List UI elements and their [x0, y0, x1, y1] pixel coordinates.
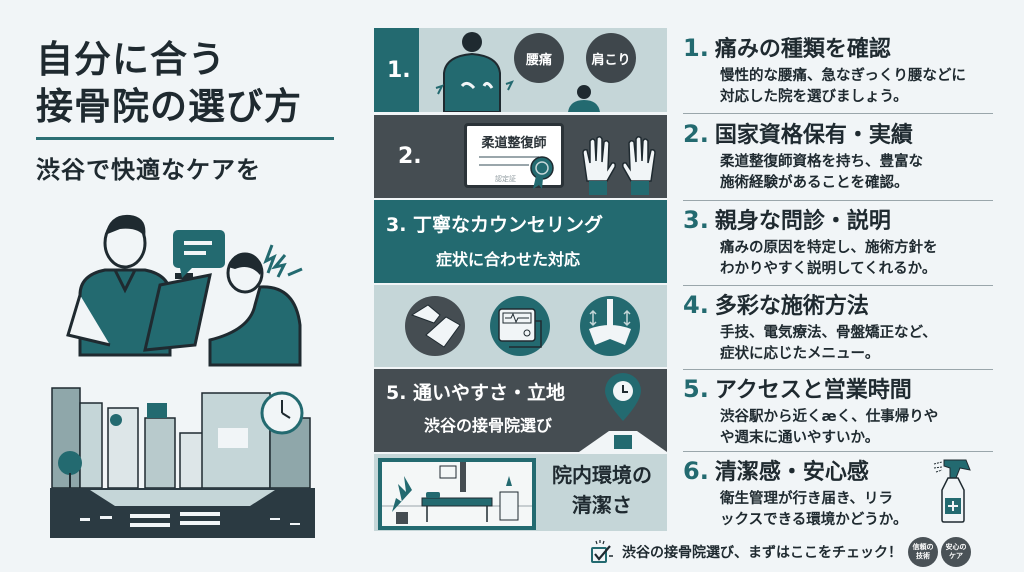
panel-number: 2.: [398, 144, 422, 169]
item-description: 渋谷駅から近くæく、仕事帰りやや週末に通いやすいか。: [720, 409, 939, 446]
award-seal-icon: [530, 156, 554, 189]
spray-bottle-icon: [933, 459, 971, 523]
item-title: 清潔感・安心感: [714, 460, 869, 485]
item-number: 3.: [683, 206, 709, 234]
checklist-item-3: 3.親身な問診・説明 痛みの原因を特定し、施術方針をわかりやすく説明してくれるか…: [683, 206, 983, 280]
panel-cleanliness: 院内環境の 清潔さ: [374, 454, 667, 531]
panel-pain-type: 1. 腰痛 肩こり: [374, 28, 667, 112]
divider: [683, 285, 993, 286]
item-title: 多彩な施術方法: [714, 294, 869, 319]
title-divider: [36, 137, 334, 140]
divider: [683, 451, 993, 452]
speech-bubble-icon: [173, 230, 225, 278]
item-description: 手技、電気療法、骨盤矯正など、症状に応じたメニュー。: [720, 325, 937, 362]
panel-heading: 5. 通いやすさ・立地: [386, 382, 566, 404]
patient-figure: [208, 244, 303, 367]
badge-trusted-technique: 信頼の 技術: [908, 537, 938, 567]
item-description: 痛みの原因を特定し、施術方針をわかりやすく説明してくれるか。: [720, 240, 938, 277]
item-number: 2.: [683, 120, 709, 148]
page-title: 自分に合う 接骨院の選び方: [36, 36, 302, 130]
item-number: 4.: [683, 291, 709, 319]
panel-caption: 院内環境の 清潔さ: [552, 463, 652, 517]
item-description: 柔道整復師資格を持ち、豊富な施術経験があることを確認。: [720, 154, 923, 191]
hands-therapy-icon: [405, 296, 465, 356]
checklist-item-1: 1.痛みの種類を確認 慢性的な腰痛、急なぎっくり腰などに対応した院を選びましょう…: [683, 34, 983, 108]
panel-subheading: 症状に合わせた対応: [436, 250, 581, 269]
electric-therapy-device-icon: [490, 296, 550, 356]
panel-subheading: 渋谷の接骨院選び: [424, 416, 553, 435]
item-title: 国家資格保有・実績: [714, 123, 913, 148]
hands-icon: [582, 135, 656, 195]
back-pain-person-icon: [435, 32, 514, 112]
footer-callout: 渋谷の接骨院選び、まずはここをチェック！ 信頼の 技術 安心の ケア: [590, 537, 971, 567]
footer-text: 渋谷の接骨院選び、まずはここをチェック！: [622, 545, 902, 561]
divider: [683, 369, 993, 370]
title-line-1: 自分に合う: [36, 38, 226, 81]
checklist-item-5: 5.アクセスと営業時間 渋谷駅から近くæく、仕事帰りやや週末に通いやすいか。: [683, 375, 983, 449]
item-title: 痛みの種類を確認: [714, 37, 891, 62]
panel-number-block: [374, 28, 419, 112]
item-description: 慢性的な腰痛、急なぎっくり腰などに対応した院を選びましょう。: [720, 68, 966, 105]
divider: [683, 200, 993, 201]
checklist-item-2: 2.国家資格保有・実績 柔道整復師資格を持ち、豊富な施術経験があることを確認。: [683, 120, 983, 194]
item-title: 親身な問診・説明: [714, 209, 891, 234]
item-title: アクセスと営業時間: [714, 378, 912, 403]
shoulder-person-icon: [568, 85, 600, 112]
page-subtitle: 渋谷で快適なケアを: [36, 156, 261, 184]
treatment-room-illustration: [378, 458, 536, 530]
checklist-item-6: 6.清潔感・安心感 衛生管理が行き届き、リラックスできる環境かどうか。: [683, 457, 983, 531]
checkbox-check-icon: [591, 540, 613, 563]
shibuya-city-illustration: [50, 378, 315, 538]
panel-counseling: 3. 丁寧なカウンセリング 症状に合わせた対応: [374, 200, 667, 283]
panel-treatment-methods: [374, 285, 667, 367]
checklist-item-4: 4.多彩な施術方法 手技、電気療法、骨盤矯正など、症状に応じたメニュー。: [683, 291, 983, 365]
pelvis-spine-icon: [580, 296, 640, 356]
item-number: 1.: [683, 34, 709, 62]
panel-qualification: 2. 柔道整復師 認定証: [374, 115, 667, 198]
item-number: 5.: [683, 375, 709, 403]
divider: [683, 113, 993, 114]
certificate-title: 柔道整復師: [481, 136, 547, 151]
panel-access-location: 5. 通いやすさ・立地 渋谷の接骨院選び: [374, 369, 667, 452]
consultation-illustration: [66, 214, 303, 367]
badge-reassuring-care: 安心の ケア: [941, 537, 971, 567]
title-line-2: 接骨院の選び方: [36, 85, 302, 128]
certificate-icon: 柔道整復師 認定証: [464, 123, 564, 189]
panel-number: 1.: [387, 58, 411, 83]
location-clock-pin-icon: [579, 373, 667, 452]
speech-bubble-shoulder: 肩こり: [586, 33, 636, 83]
certificate-small-text: 認定証: [495, 175, 516, 183]
clock-icon: [260, 391, 304, 435]
speech-bubble-lower-back: 腰痛: [514, 33, 564, 83]
item-number: 6.: [683, 457, 709, 485]
item-description: 衛生管理が行き届き、リラックスできる環境かどうか。: [720, 491, 908, 528]
panel-heading: 3. 丁寧なカウンセリング: [386, 214, 604, 236]
